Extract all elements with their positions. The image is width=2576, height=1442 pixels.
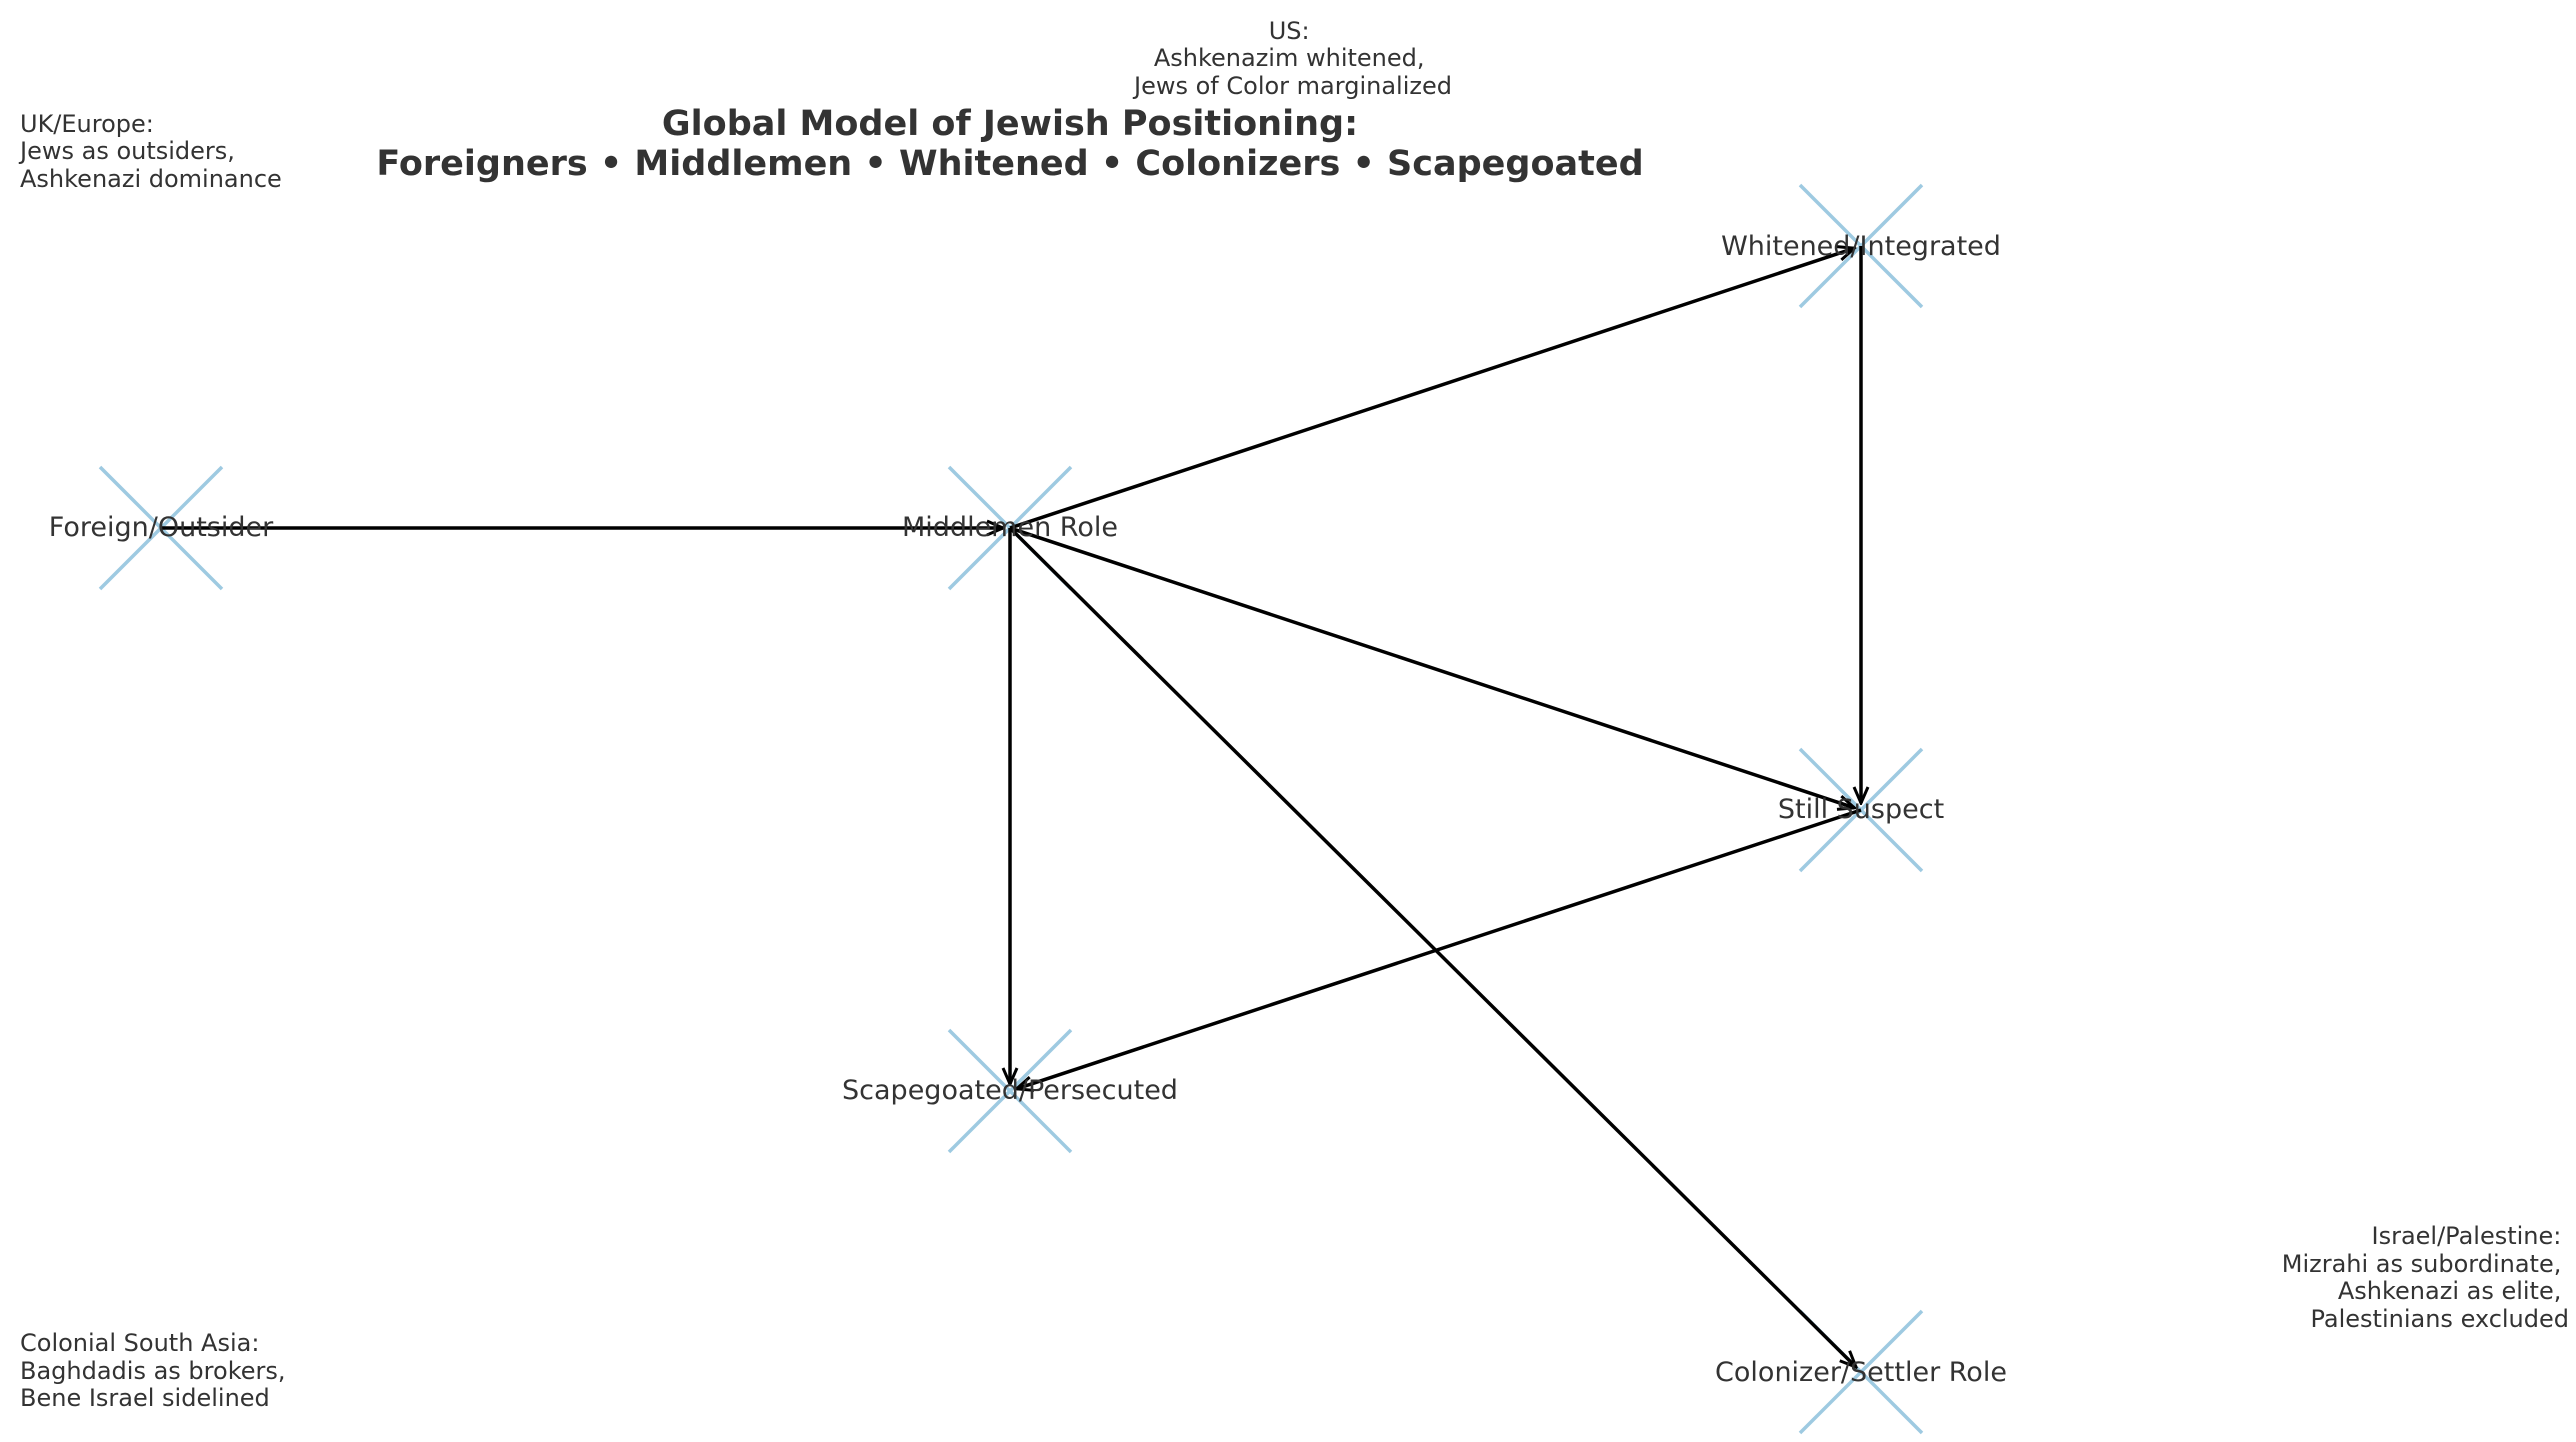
- annotation-south-asia: Colonial South Asia: Baghdadis as broker…: [20, 1329, 293, 1412]
- edges: [161, 246, 1861, 1367]
- node-label-middlemen: Middlemen Role: [902, 512, 1118, 543]
- edge-middlemen-to-colonizer: [1008, 526, 1856, 1367]
- annotation-uk-europe: UK/Europe: Jews as outsiders, Ashkenazi …: [18, 110, 282, 193]
- annotation-us-line3: Jews of Color marginalized: [1132, 72, 1452, 100]
- annotation-south-asia-line2: Baghdadis as brokers,: [20, 1357, 286, 1385]
- diagram-title-line2: Foreigners • Middlemen • Whitened • Colo…: [376, 144, 1643, 184]
- annotation-south-asia-line1: Colonial South Asia:: [20, 1329, 259, 1357]
- annotation-uk-europe-line3: Ashkenazi dominance: [20, 165, 282, 193]
- node-label-scapegoated: Scapegoated/Persecuted: [842, 1075, 1178, 1106]
- annotation-israel-palestine-line4: Palestinians excluded: [2311, 1305, 2569, 1333]
- node-label-colonizer: Colonizer/Settler Role: [1715, 1357, 2007, 1388]
- annotation-south-asia-line3: Bene Israel sidelined: [20, 1384, 270, 1412]
- node-label-foreign: Foreign/Outsider: [49, 512, 274, 543]
- annotation-israel-palestine-line3: Ashkenazi as elite,: [2338, 1277, 2562, 1305]
- annotation-us: US: Ashkenazim whitened, Jews of Color m…: [1132, 17, 1452, 100]
- node-label-suspect: Still Suspect: [1778, 794, 1944, 825]
- node-marker-scapegoated: [947, 1028, 1073, 1154]
- node-label-whitened: Whitened/Integrated: [1721, 231, 2001, 262]
- annotation-uk-europe-line1: UK/Europe:: [20, 110, 154, 138]
- annotation-us-line1: US:: [1269, 17, 1310, 45]
- annotation-uk-europe-line2: Jews as outsiders,: [18, 137, 235, 165]
- edge-middlemen-to-suspect: [1009, 526, 1854, 808]
- edge-suspect-to-scapegoated: [1017, 808, 1862, 1089]
- node-labels: Foreign/Outsider Middlemen Role Whitened…: [49, 231, 2007, 1388]
- diagram-title-line1: Global Model of Jewish Positioning:: [662, 104, 1358, 144]
- annotation-israel-palestine-line1: Israel/Palestine:: [2372, 1222, 2562, 1250]
- annotation-israel-palestine-line2: Mizrahi as subordinate,: [2282, 1250, 2562, 1278]
- annotation-israel-palestine: Israel/Palestine: Mizrahi as subordinate…: [2282, 1222, 2569, 1333]
- annotation-us-line2: Ashkenazim whitened,: [1154, 44, 1425, 72]
- edge-middlemen-to-whitened: [1009, 248, 1854, 530]
